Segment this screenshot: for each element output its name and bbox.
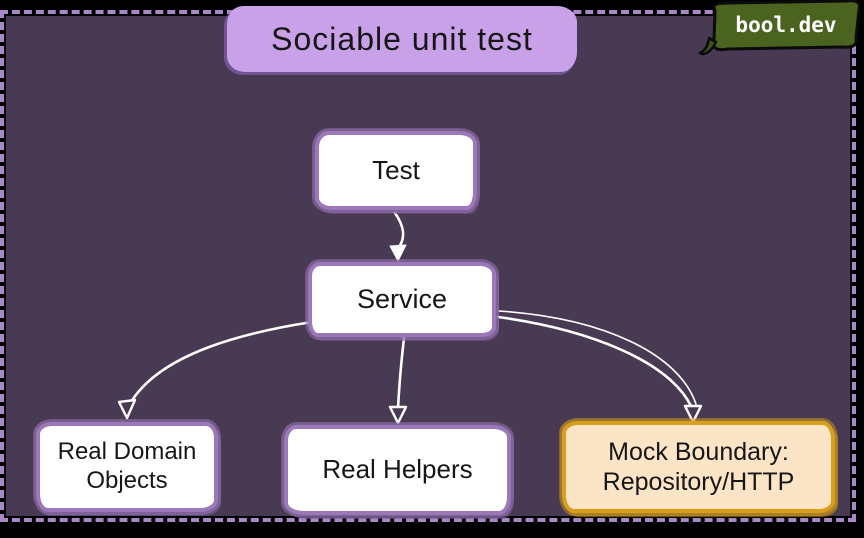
node-test: Test [315,131,477,210]
badge-label: bool.dev [735,13,837,37]
node-mock-boundary: Mock Boundary: Repository/HTTP [562,421,835,513]
diagram-title: Sociable unit test [271,20,533,57]
bool-dev-badge: bool.dev [698,0,864,58]
node-real-helpers-label: Real Helpers [322,454,473,485]
node-real-domain-objects: Real Domain Objects [36,422,218,512]
node-real-helpers: Real Helpers [284,425,511,515]
node-real-domain-objects-label: Real Domain Objects [57,438,197,494]
node-service-label: Service [356,284,448,315]
node-test-label: Test [372,154,420,185]
node-service: Service [308,262,496,337]
node-mock-boundary-label: Mock Boundary: Repository/HTTP [602,438,795,496]
ribbon-icon [698,0,861,56]
title-banner: Sociable unit test [227,6,577,72]
